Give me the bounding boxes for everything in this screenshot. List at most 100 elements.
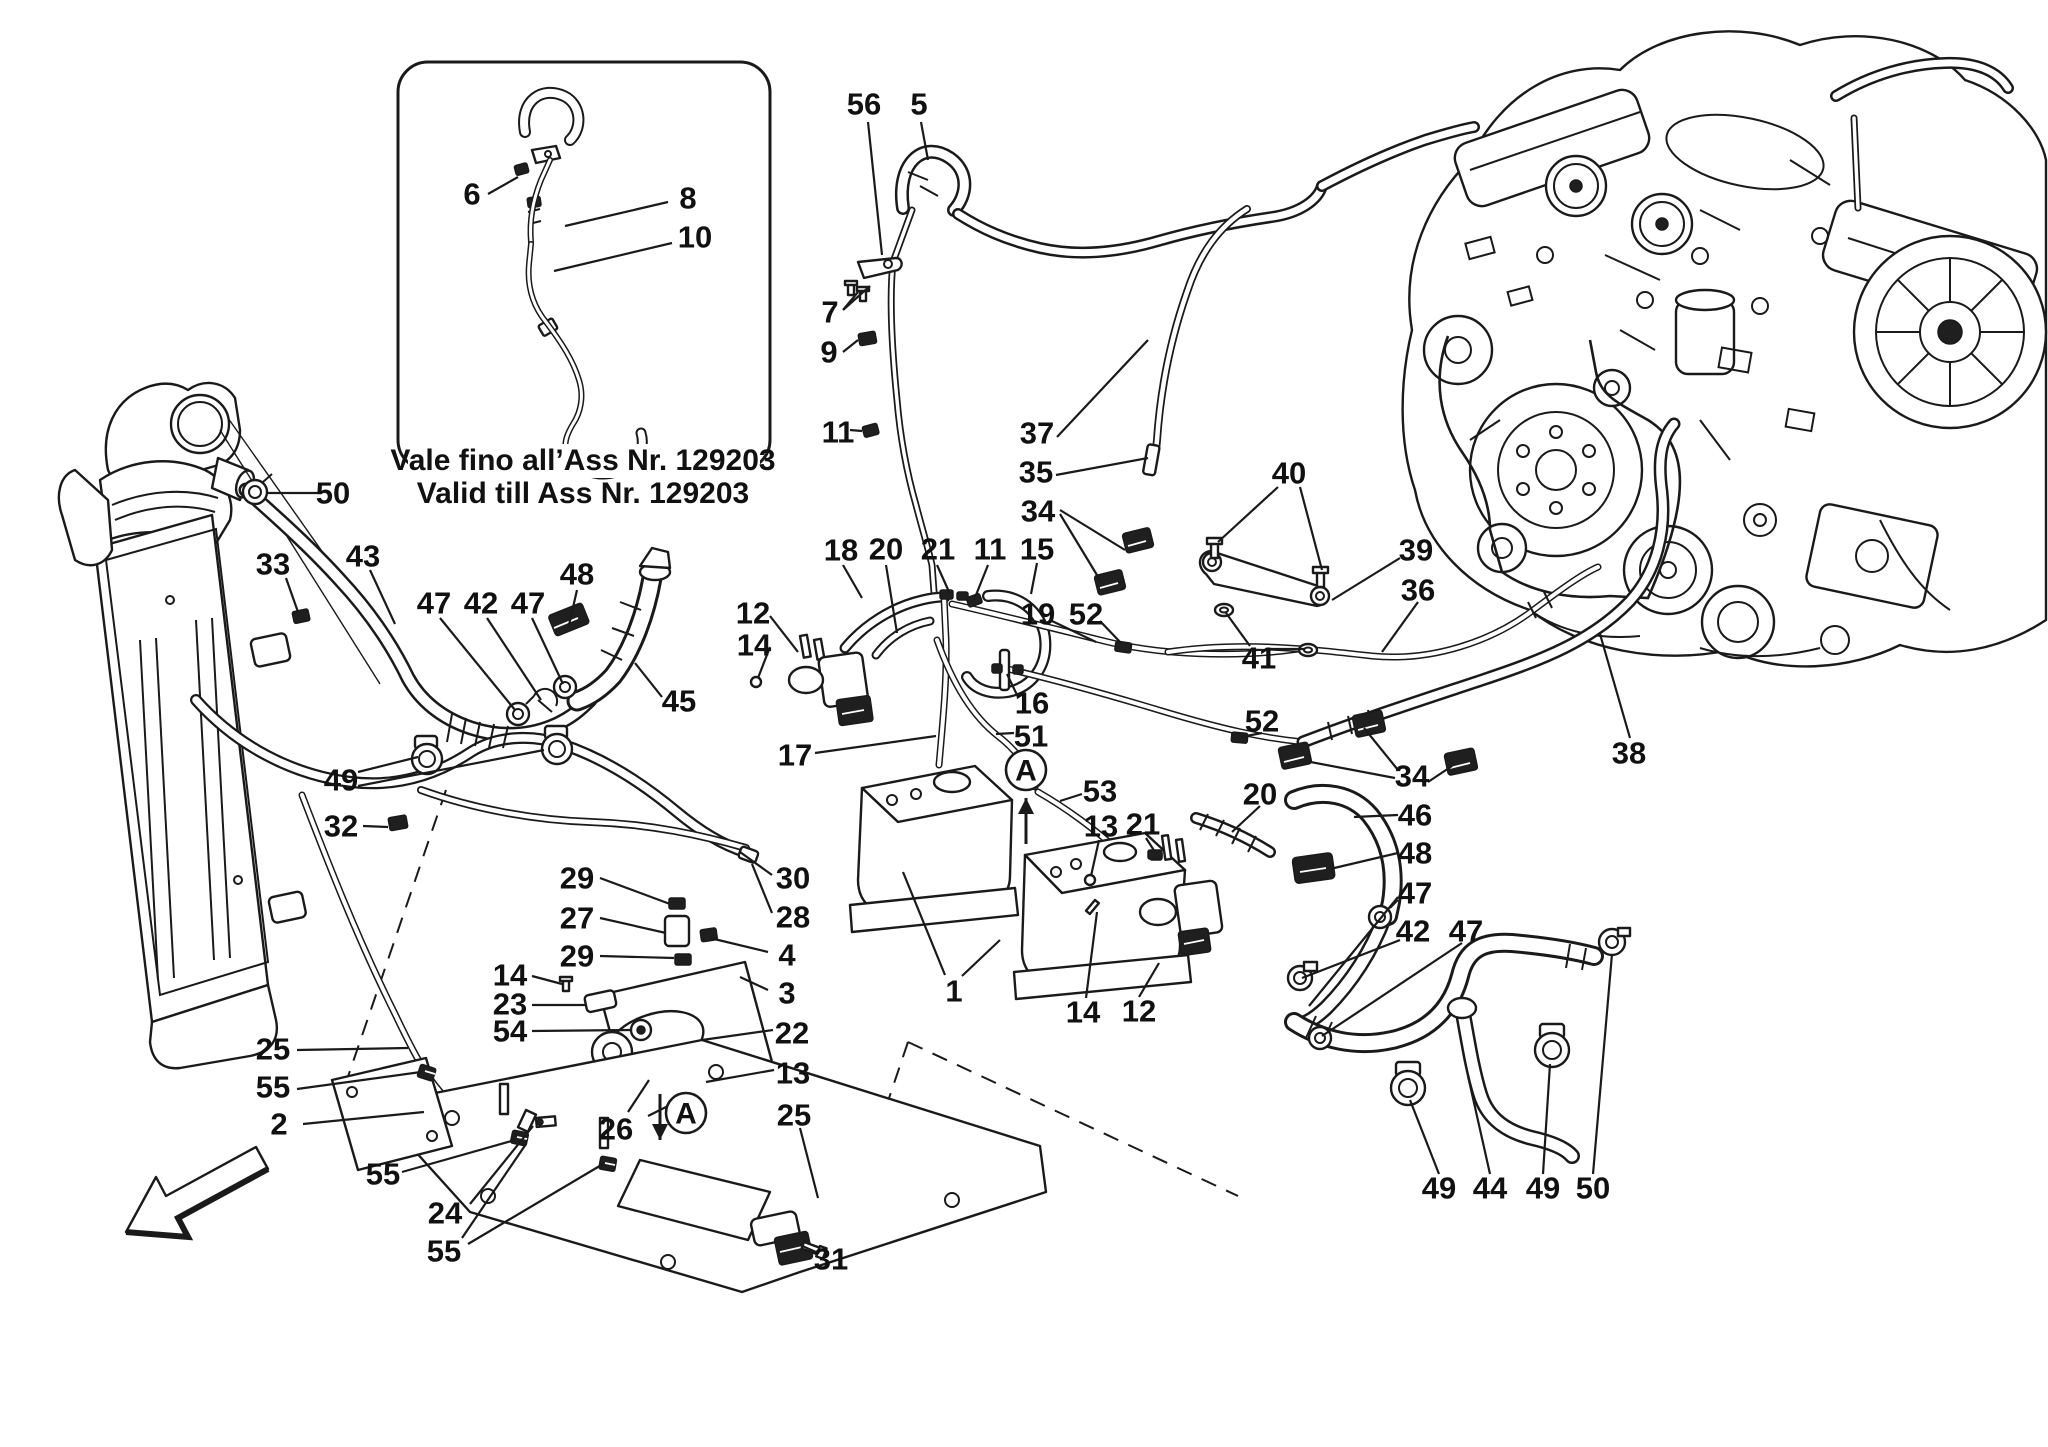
callout-47-36: 47 (1398, 876, 1432, 911)
callout-49-73: 49 (1422, 1171, 1456, 1206)
sensor-33 (291, 608, 311, 625)
canister-right (1012, 831, 1193, 1001)
valve-12-left (749, 633, 874, 727)
callout-19-21: 19 (1021, 597, 1055, 632)
view-marker-A-1: A (652, 1091, 708, 1140)
callout-56-3: 56 (847, 87, 881, 122)
callout-28-56: 28 (776, 900, 810, 935)
clamp-50-left (241, 478, 269, 506)
callout-36-13: 36 (1401, 573, 1435, 608)
inset-box: Vale fino all’Ass Nr. 129203 Valid till … (390, 60, 776, 510)
valve-12-right (1138, 833, 1224, 957)
callout-42-43: 42 (464, 586, 498, 621)
callout-7-5: 7 (821, 295, 838, 330)
callout-49-47: 49 (324, 763, 358, 798)
callout-48-35: 48 (1398, 836, 1432, 871)
bracket-7 (856, 256, 903, 280)
callout-50-39: 50 (316, 476, 350, 511)
inset-caption-italian: Vale fino all’Ass Nr. 129203 (390, 444, 775, 477)
callout-10-2: 10 (678, 220, 712, 255)
clips-34-right (1277, 709, 1479, 776)
callout-44-74: 44 (1473, 1171, 1508, 1206)
callout-54-54: 54 (493, 1014, 528, 1049)
callout-11-17: 11 (974, 532, 1007, 567)
pump-clamps-49-right (1389, 1022, 1571, 1107)
callout-31-69: 31 (814, 1242, 848, 1277)
callout-21-29: 21 (1126, 807, 1160, 842)
callout-8-1: 8 (679, 181, 696, 216)
callout-20-33: 20 (1243, 777, 1277, 812)
hose-corrugation-ticks (446, 171, 1587, 1045)
clamps-right (1286, 899, 1632, 1051)
callout-41-23: 41 (1242, 641, 1276, 676)
hoses-and-pipes (196, 127, 1674, 1238)
canister-left (848, 764, 1020, 934)
callout-39-12: 39 (1399, 533, 1433, 568)
callout-4-57: 4 (778, 938, 796, 973)
fitting-28 (737, 845, 760, 864)
callout-43-41: 43 (346, 539, 380, 574)
callout-52-22: 52 (1069, 597, 1103, 632)
callout-17-26: 17 (778, 738, 812, 773)
callout-20-15: 20 (869, 532, 903, 567)
callout-55-65: 55 (366, 1157, 400, 1192)
callout-29-51: 29 (560, 939, 594, 974)
callout-21-16: 21 (921, 532, 955, 567)
callout-23-53: 23 (493, 987, 527, 1022)
callout-13-60: 13 (776, 1056, 810, 1091)
callout-47-44: 47 (511, 586, 545, 621)
callout-38-32: 38 (1612, 736, 1646, 771)
intercooler-illustration (57, 381, 401, 1070)
view-marker-letter: A (1015, 755, 1037, 788)
clip-9 (857, 330, 878, 347)
callout-27-50: 27 (560, 901, 594, 936)
callout-16-24: 16 (1015, 686, 1049, 721)
callout-48-45: 48 (560, 557, 594, 592)
callout-6-0: 6 (463, 177, 480, 212)
direction-arrow (124, 1145, 270, 1241)
callout-33-40: 33 (256, 547, 290, 582)
callout-34-31: 34 (1395, 759, 1430, 794)
callout-18-14: 18 (824, 533, 858, 568)
callout-47-38: 47 (1449, 914, 1483, 949)
callout-29-49: 29 (560, 861, 594, 896)
callout-11-7: 11 (822, 415, 855, 450)
callout-14-20: 14 (737, 628, 772, 663)
clip-11 (861, 422, 880, 438)
clip-32 (387, 814, 409, 832)
pipe-35 (1142, 443, 1161, 477)
clips-34-left (1093, 527, 1155, 596)
callout-40-11: 40 (1272, 456, 1306, 491)
callout-51-25: 51 (1014, 719, 1048, 754)
callout-55-63: 55 (256, 1070, 290, 1105)
callout-50-76: 50 (1576, 1171, 1610, 1206)
callout-9-6: 9 (820, 335, 837, 370)
callout-52-30: 52 (1245, 704, 1279, 739)
callout-45-46: 45 (662, 684, 696, 719)
components (241, 144, 1632, 1294)
callout-13-28: 13 (1084, 809, 1118, 844)
bolts-40 (1205, 536, 1330, 589)
tee-24 (516, 1108, 557, 1134)
callout-12-19: 12 (736, 596, 770, 631)
callout-3-58: 3 (778, 976, 795, 1011)
callout-37-8: 37 (1020, 416, 1054, 451)
callout-25-62: 25 (256, 1032, 290, 1067)
callout-55-67: 55 (427, 1234, 461, 1269)
callout-35-9: 35 (1019, 455, 1053, 490)
view-marker-A-0: A (1004, 748, 1048, 844)
callout-53-27: 53 (1083, 774, 1117, 809)
callout-22-59: 22 (775, 1016, 809, 1051)
callout-14-71: 14 (1066, 995, 1101, 1030)
callout-49-75: 49 (1526, 1171, 1560, 1206)
callout-14-52: 14 (493, 958, 528, 993)
callout-2-64: 2 (270, 1107, 287, 1142)
callout-5-4: 5 (910, 87, 927, 122)
callout-25-61: 25 (777, 1098, 811, 1133)
callout-12-72: 12 (1122, 994, 1156, 1029)
view-marker-letter: A (675, 1098, 697, 1131)
valve-31 (749, 1210, 828, 1266)
callout-34-10: 34 (1021, 494, 1056, 529)
